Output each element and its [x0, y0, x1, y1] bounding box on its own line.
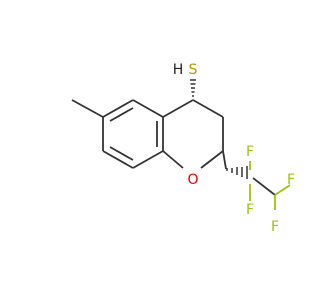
atom-s-label: S — [189, 62, 198, 78]
bond-c4a-c3r — [192, 99, 224, 118]
atom-h-label: H — [173, 62, 184, 78]
atom-f2-label: F — [246, 202, 254, 218]
molecule-structure: H S O F F F F — [71, 62, 295, 235]
double-bond-inner-3 — [109, 146, 134, 161]
atom-o-label: O — [187, 172, 198, 188]
atom-f3-label: F — [287, 172, 295, 188]
atom-f4-label: F — [271, 219, 279, 235]
bond-chf2-f-right — [274, 184, 291, 196]
molecule-canvas: H S O F F F F — [71, 62, 296, 235]
pyran-ring — [162, 99, 224, 169]
stereo-bond-cf2 — [226, 166, 248, 179]
bond-c4-c5 — [132, 150, 164, 169]
bond-o-c4 — [162, 150, 184, 169]
bond-c1-c2 — [102, 99, 134, 118]
bond-c5-c6 — [102, 150, 134, 169]
methyl-bond — [71, 99, 104, 118]
fluoroethyl-bonds — [222, 150, 291, 210]
benzene-ring — [102, 99, 164, 169]
bond-c2-o — [200, 150, 224, 169]
bond-c2-c3 — [132, 99, 164, 118]
stereo-bond-sh — [190, 79, 196, 97]
bond-c3-c4a — [162, 99, 194, 118]
atom-f1-label: F — [246, 144, 254, 160]
double-bond-inner-1 — [109, 107, 134, 122]
bond-cf2-chf2 — [252, 177, 276, 196]
